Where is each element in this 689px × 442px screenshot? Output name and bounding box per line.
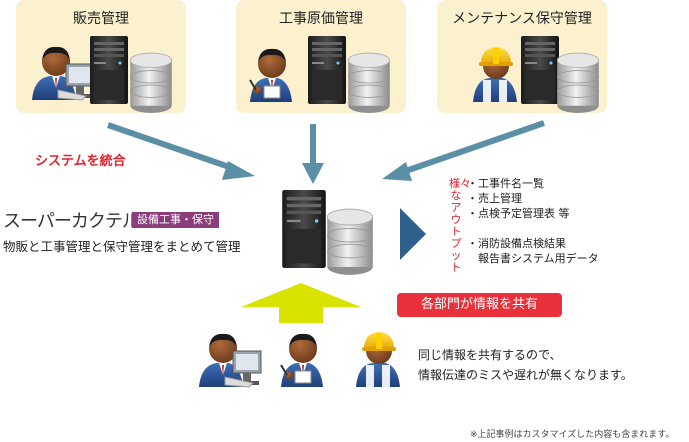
box-sales: 販売管理 [16,0,186,114]
bottom-person-writing-icon [280,332,324,388]
central-server-icon [282,190,326,268]
output-arrow [400,208,426,260]
box-maintenance: メンテナンス保守管理 [437,0,607,114]
output-item: ・工事件名一覧 [467,177,544,190]
output-item: ・点検予定管理表 等 [467,207,570,220]
bottom-worker-icon [356,332,400,387]
product-tagline: 物販と工事管理と保守管理をまとめて管理 [3,239,241,254]
share-text-line: 情報伝達のミスや遅れが無くなります。 [418,368,633,382]
integrate-label: システムを統合 [35,154,126,169]
share-text: 同じ情報を共有するので、 情報伝達のミスや遅れが無くなります。 [418,345,633,385]
output-list: ・工事件名一覧 ・売上管理 ・点検予定管理表 等 ・消防設備点検結果 報告書シス… [467,176,599,266]
product-name-main: スーパーカクテル [3,211,140,232]
footnote: ※上記事例はカスタマイズした内容も含まれます。 [470,430,675,440]
box-sales-title: 販売管理 [73,11,129,27]
output-item: ・消防設備点検結果 [467,237,566,250]
box-construction-cost: 工事原価管理 [236,0,406,114]
share-up-arrow [241,283,361,323]
central-database-icon [326,208,374,276]
box-maintenance-title: メンテナンス保守管理 [452,11,592,27]
output-label: 様々なアウトプット [449,177,471,274]
bottom-person-pc-icon [198,333,262,388]
output-item: ・売上管理 [467,192,522,205]
product-badge: 設備工事・保守 [132,212,219,228]
output-item: 報告書システム用データ [467,252,599,265]
box-construction-cost-title: 工事原価管理 [279,11,363,27]
share-text-line: 同じ情報を共有するので、 [418,348,562,362]
share-banner: 各部門が情報を共有 [397,293,562,317]
